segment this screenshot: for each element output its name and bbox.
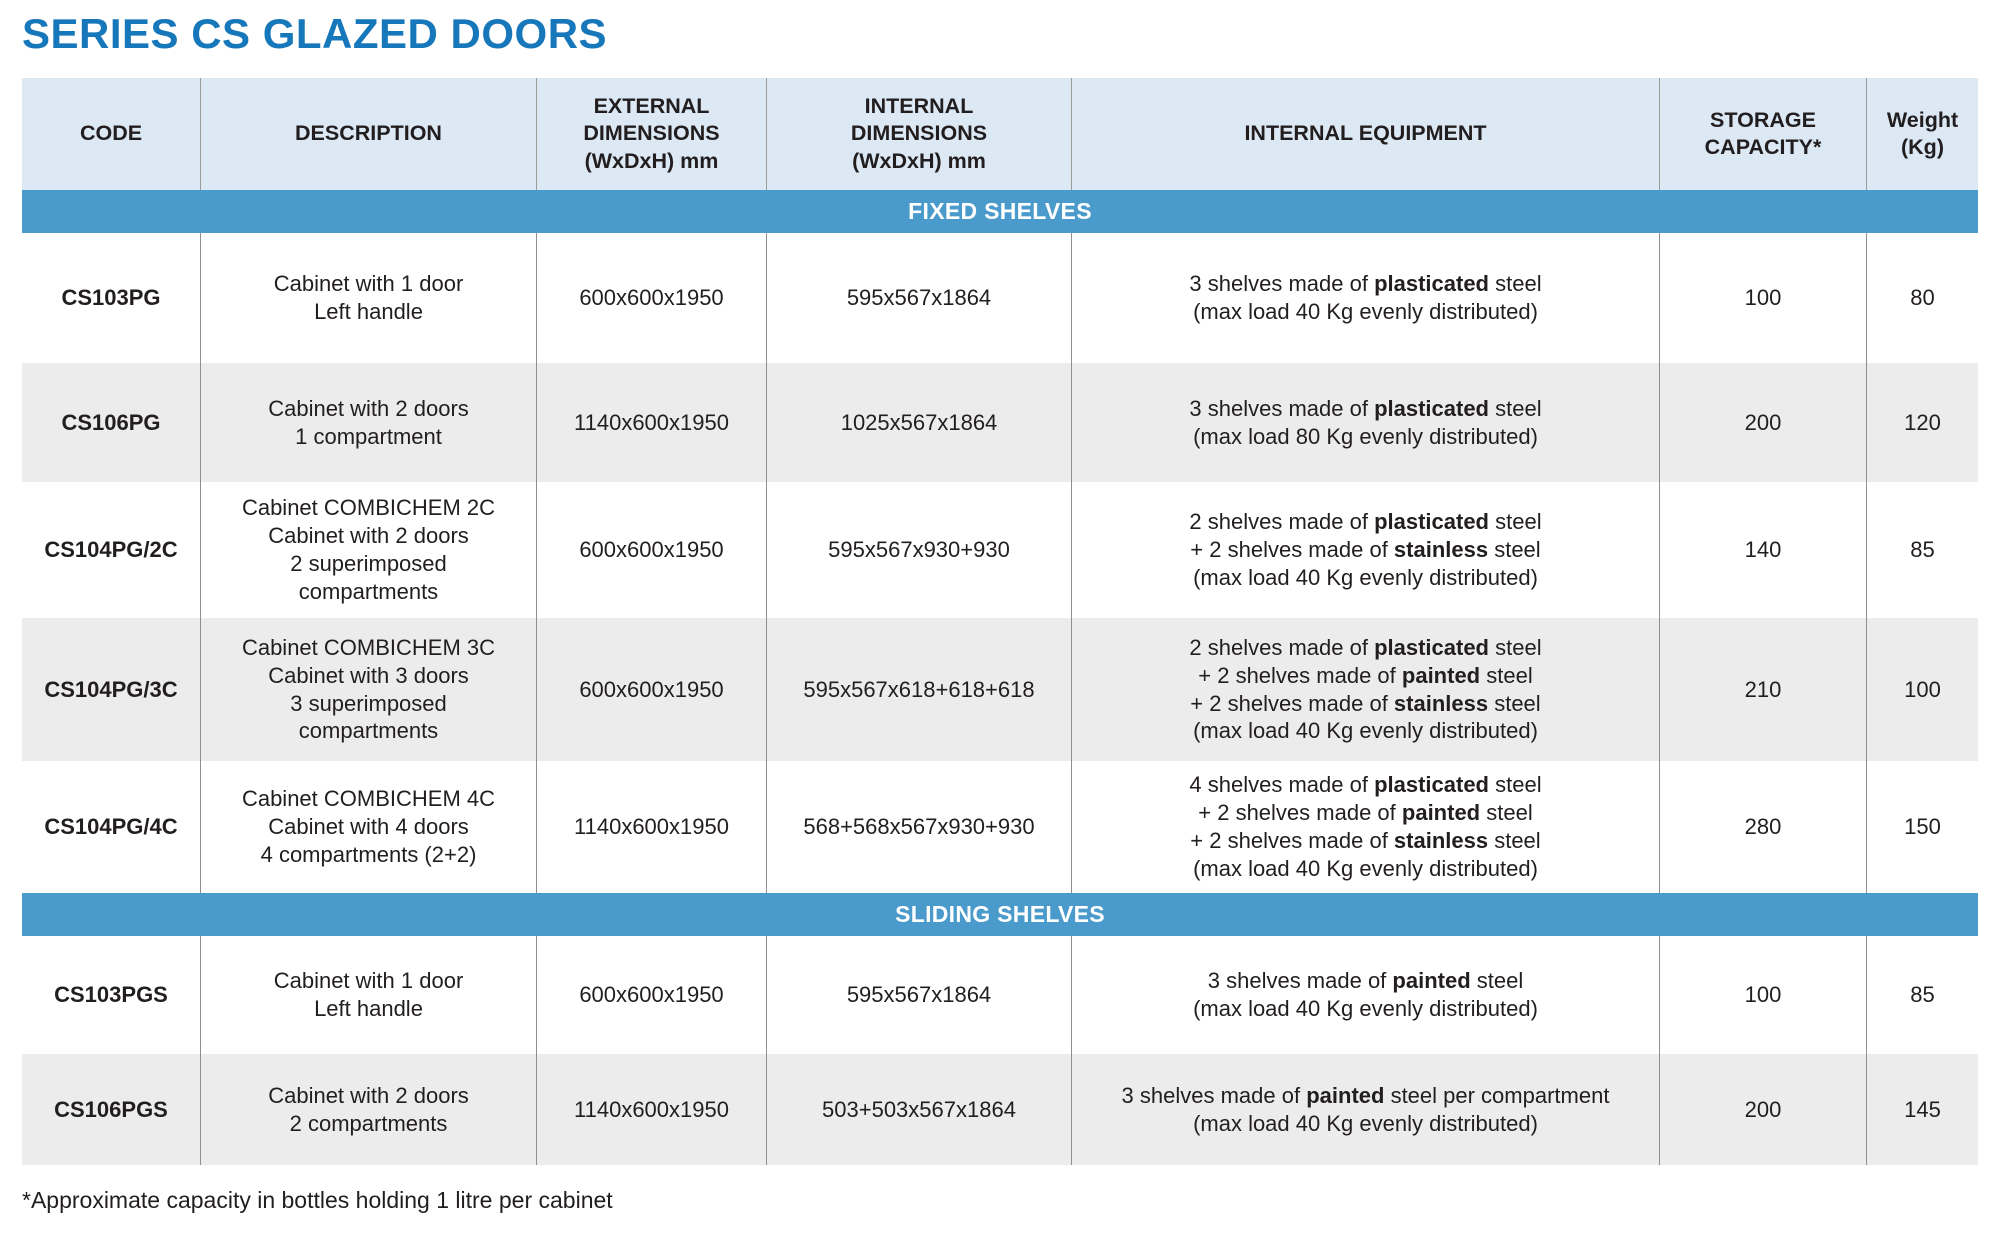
cell-internal-equipment: 3 shelves made of painted steel(max load… xyxy=(1071,936,1659,1054)
cell-external-dimensions: 600x600x1950 xyxy=(536,482,766,618)
cell-code: CS104PG/4C xyxy=(44,814,178,840)
cell-storage-capacity: 100 xyxy=(1659,233,1866,363)
cell-internal-dimensions: 595x567x1864 xyxy=(766,936,1071,1054)
section-header-sliding-shelves: SLIDING SHELVES xyxy=(22,893,1978,936)
cell-internal-equipment: 3 shelves made of plasticated steel(max … xyxy=(1071,363,1659,482)
cell-storage-capacity: 200 xyxy=(1659,363,1866,482)
cell-weight: 85 xyxy=(1866,936,1978,1054)
cell-weight: 150 xyxy=(1866,761,1978,893)
cell-external-dimensions: 600x600x1950 xyxy=(536,233,766,363)
cell-weight: 85 xyxy=(1866,482,1978,618)
cell-code: CS106PGS xyxy=(54,1096,168,1122)
cell-external-dimensions: 1140x600x1950 xyxy=(536,1054,766,1165)
cell-code: CS104PG/3C xyxy=(44,676,178,702)
cell-external-dimensions: 600x600x1950 xyxy=(536,936,766,1054)
cell-internal-equipment: 2 shelves made of plasticated steel+ 2 s… xyxy=(1071,482,1659,618)
column-header-code: CODE xyxy=(79,121,143,146)
cell-internal-dimensions: 595x567x1864 xyxy=(766,233,1071,363)
cell-weight: 80 xyxy=(1866,233,1978,363)
cell-storage-capacity: 200 xyxy=(1659,1054,1866,1165)
cell-internal-equipment: 3 shelves made of painted steel per comp… xyxy=(1071,1054,1659,1165)
cell-internal-equipment: 2 shelves made of plasticated steel+ 2 s… xyxy=(1071,618,1659,761)
page-title: SERIES CS GLAZED DOORS xyxy=(22,10,608,57)
cell-internal-dimensions: 595x567x930+930 xyxy=(766,482,1071,618)
cell-internal-equipment: 3 shelves made of plasticated steel(max … xyxy=(1071,233,1659,363)
cell-code: CS106PG xyxy=(61,409,161,435)
cell-external-dimensions: 1140x600x1950 xyxy=(536,761,766,893)
cell-internal-dimensions: 595x567x618+618+618 xyxy=(766,618,1071,761)
cell-weight: 120 xyxy=(1866,363,1978,482)
cell-weight: 145 xyxy=(1866,1054,1978,1165)
cell-external-dimensions: 600x600x1950 xyxy=(536,618,766,761)
cell-internal-dimensions: 1025x567x1864 xyxy=(766,363,1071,482)
cell-code: CS103PGS xyxy=(54,982,168,1008)
cell-external-dimensions: 1140x600x1950 xyxy=(536,363,766,482)
column-header-internal-equipment: INTERNAL EQUIPMENT xyxy=(1071,78,1659,190)
column-header-weight: Weight(Kg) xyxy=(1866,78,1978,190)
cell-storage-capacity: 100 xyxy=(1659,936,1866,1054)
cell-internal-dimensions: 503+503x567x1864 xyxy=(766,1054,1071,1165)
cell-code: CS103PG xyxy=(61,285,161,311)
cell-weight: 100 xyxy=(1866,618,1978,761)
capacity-footnote: *Approximate capacity in bottles holding… xyxy=(22,1187,613,1213)
section-header-fixed-shelves: FIXED SHELVES xyxy=(22,190,1978,233)
cell-storage-capacity: 210 xyxy=(1659,618,1866,761)
cell-storage-capacity: 280 xyxy=(1659,761,1866,893)
cell-storage-capacity: 140 xyxy=(1659,482,1866,618)
column-header-description: DESCRIPTION xyxy=(200,78,536,190)
cell-internal-equipment: 4 shelves made of plasticated steel+ 2 s… xyxy=(1071,761,1659,893)
cell-internal-dimensions: 568+568x567x930+930 xyxy=(766,761,1071,893)
cell-code: CS104PG/2C xyxy=(44,537,178,563)
